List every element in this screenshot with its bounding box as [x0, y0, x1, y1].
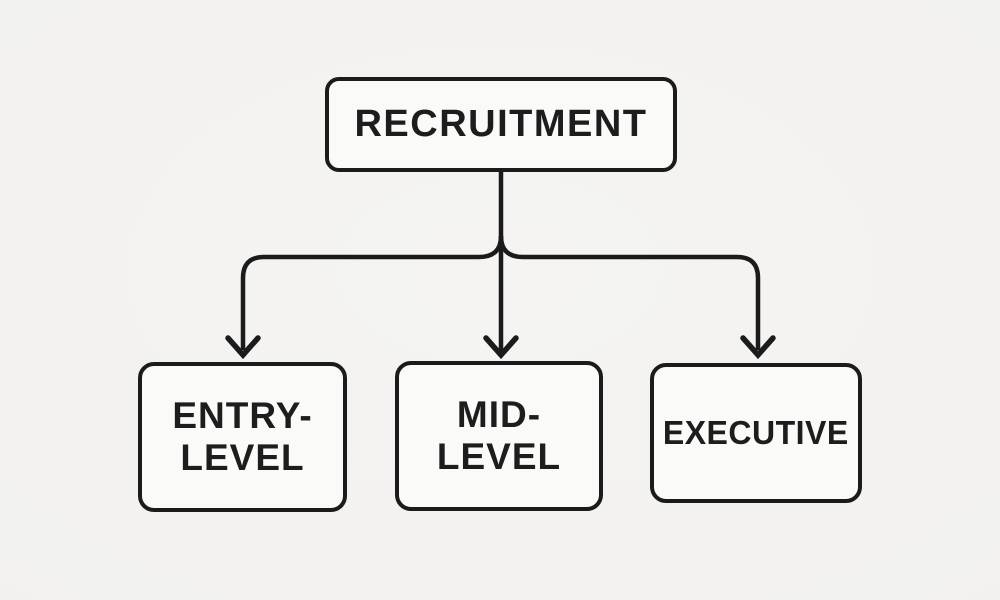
node-mid-level: MID- LEVEL: [395, 361, 603, 511]
arrowhead-right-icon: [740, 335, 776, 360]
connector-right-branch: [498, 235, 761, 350]
node-entry-level-label-line1: ENTRY-: [172, 395, 313, 437]
node-executive: EXECUTIVE: [650, 363, 862, 503]
node-recruitment-label: RECRUITMENT: [354, 103, 648, 145]
connector-left-branch: [240, 235, 504, 350]
arrowhead-left-icon: [225, 335, 261, 360]
node-mid-level-label-line2: LEVEL: [436, 436, 562, 477]
node-mid-level-label-line1: MID-: [456, 394, 542, 436]
node-entry-level: ENTRY- LEVEL: [138, 362, 347, 512]
node-executive-label: EXECUTIVE: [663, 414, 849, 451]
node-entry-level-label-line2: LEVEL: [180, 437, 305, 478]
arrowhead-center-icon: [483, 335, 519, 360]
node-recruitment: RECRUITMENT: [325, 77, 677, 172]
